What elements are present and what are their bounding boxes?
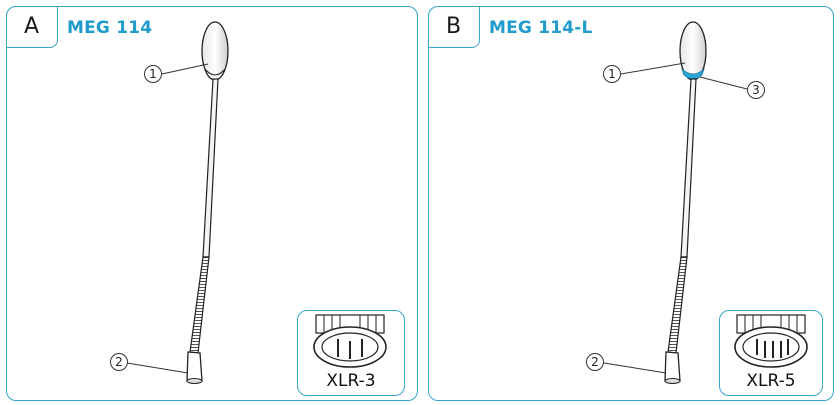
gooseneck-microphone-icon [126, 21, 229, 384]
callout-2: 2 [586, 353, 604, 371]
xlr-connector-icon [313, 314, 387, 368]
panel-letter: A [5, 5, 58, 48]
model-name: MEG 114 [67, 18, 153, 38]
connector-inset: XLR-5 [719, 310, 823, 396]
gooseneck-microphone-icon [603, 21, 748, 384]
callout-1: 1 [603, 65, 621, 83]
xlr-connector-icon [734, 314, 808, 368]
callout-2: 2 [110, 353, 128, 371]
callout-1: 1 [144, 65, 162, 83]
connector-label: XLR-3 [326, 371, 376, 391]
panel-letter: B [427, 5, 480, 48]
panel-a: A MEG 114 1 2 [5, 5, 418, 401]
connector-label: XLR-5 [746, 371, 796, 391]
panel-b: B MEG 114-L 1 3 2 [427, 5, 834, 401]
callout-3: 3 [747, 81, 765, 99]
connector-inset: XLR-3 [297, 310, 405, 396]
model-name: MEG 114-L [489, 18, 593, 38]
